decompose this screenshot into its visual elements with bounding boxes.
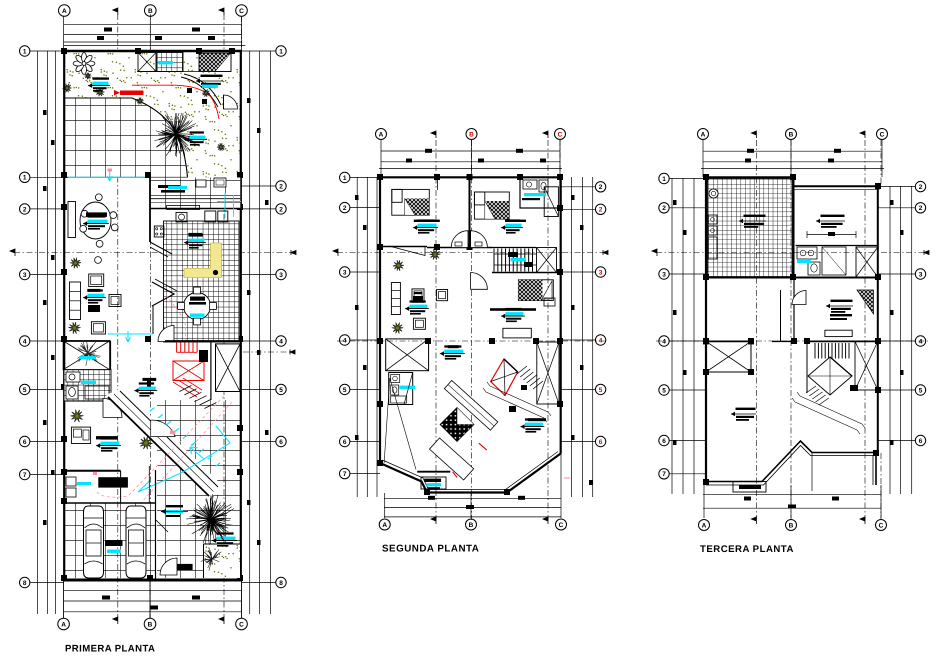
svg-text:B: B bbox=[469, 522, 474, 529]
svg-text:6: 6 bbox=[919, 438, 923, 445]
svg-text:5: 5 bbox=[662, 387, 666, 394]
svg-text:A: A bbox=[379, 131, 384, 138]
svg-text:C: C bbox=[559, 522, 564, 529]
svg-text:3: 3 bbox=[919, 271, 923, 278]
svg-text:2: 2 bbox=[919, 184, 923, 191]
svg-text:1: 1 bbox=[23, 175, 27, 182]
svg-text:3: 3 bbox=[279, 272, 283, 279]
svg-text:2: 2 bbox=[23, 206, 27, 213]
svg-text:8: 8 bbox=[279, 580, 283, 587]
svg-text:3: 3 bbox=[599, 269, 603, 276]
svg-text:B: B bbox=[789, 131, 794, 138]
svg-text:5: 5 bbox=[919, 387, 923, 394]
svg-text:3: 3 bbox=[23, 272, 27, 279]
svg-text:1: 1 bbox=[279, 48, 283, 55]
svg-text:C: C bbox=[879, 522, 884, 529]
svg-text:6: 6 bbox=[599, 439, 603, 446]
svg-text:A: A bbox=[382, 522, 387, 529]
svg-text:4: 4 bbox=[279, 338, 283, 345]
svg-text:4: 4 bbox=[599, 337, 603, 344]
svg-text:4: 4 bbox=[662, 338, 666, 345]
svg-text:2: 2 bbox=[279, 206, 283, 213]
svg-text:A: A bbox=[61, 621, 66, 628]
svg-text:2: 2 bbox=[279, 183, 283, 190]
svg-text:4: 4 bbox=[23, 338, 27, 345]
svg-text:2: 2 bbox=[599, 184, 603, 191]
svg-text:C: C bbox=[558, 131, 563, 138]
svg-text:5: 5 bbox=[279, 387, 283, 394]
svg-text:6: 6 bbox=[343, 439, 347, 446]
svg-text:6: 6 bbox=[662, 438, 666, 445]
svg-text:A: A bbox=[701, 131, 706, 138]
svg-text:7: 7 bbox=[23, 472, 27, 479]
svg-text:A: A bbox=[702, 522, 707, 529]
svg-text:5: 5 bbox=[23, 387, 27, 394]
svg-text:C: C bbox=[239, 8, 244, 15]
svg-text:6: 6 bbox=[23, 439, 27, 446]
svg-text:1: 1 bbox=[23, 48, 27, 55]
svg-text:B: B bbox=[789, 522, 794, 529]
svg-text:SEGUNDA PLANTA: SEGUNDA PLANTA bbox=[382, 544, 479, 555]
svg-text:4: 4 bbox=[919, 338, 923, 345]
svg-text:PRIMERA PLANTA: PRIMERA PLANTA bbox=[65, 644, 155, 655]
svg-text:C: C bbox=[880, 131, 885, 138]
svg-text:8: 8 bbox=[23, 580, 27, 587]
svg-text:7: 7 bbox=[343, 471, 347, 478]
svg-text:A: A bbox=[62, 8, 67, 15]
svg-text:7: 7 bbox=[662, 471, 666, 478]
svg-text:2: 2 bbox=[662, 205, 666, 212]
svg-text:1: 1 bbox=[662, 176, 666, 183]
svg-text:4: 4 bbox=[343, 337, 347, 344]
svg-text:C: C bbox=[239, 621, 244, 628]
svg-text:6: 6 bbox=[279, 439, 283, 446]
svg-text:2: 2 bbox=[599, 207, 603, 214]
svg-text:1: 1 bbox=[343, 175, 347, 182]
svg-text:3: 3 bbox=[343, 269, 347, 276]
svg-text:TERCERA PLANTA: TERCERA PLANTA bbox=[700, 544, 794, 555]
svg-text:3: 3 bbox=[662, 271, 666, 278]
svg-text:5: 5 bbox=[599, 387, 603, 394]
svg-text:2: 2 bbox=[343, 205, 347, 212]
svg-text:2: 2 bbox=[919, 205, 923, 212]
svg-text:B: B bbox=[148, 8, 153, 15]
svg-text:5: 5 bbox=[343, 387, 347, 394]
svg-text:B: B bbox=[469, 131, 474, 138]
svg-text:B: B bbox=[148, 621, 153, 628]
